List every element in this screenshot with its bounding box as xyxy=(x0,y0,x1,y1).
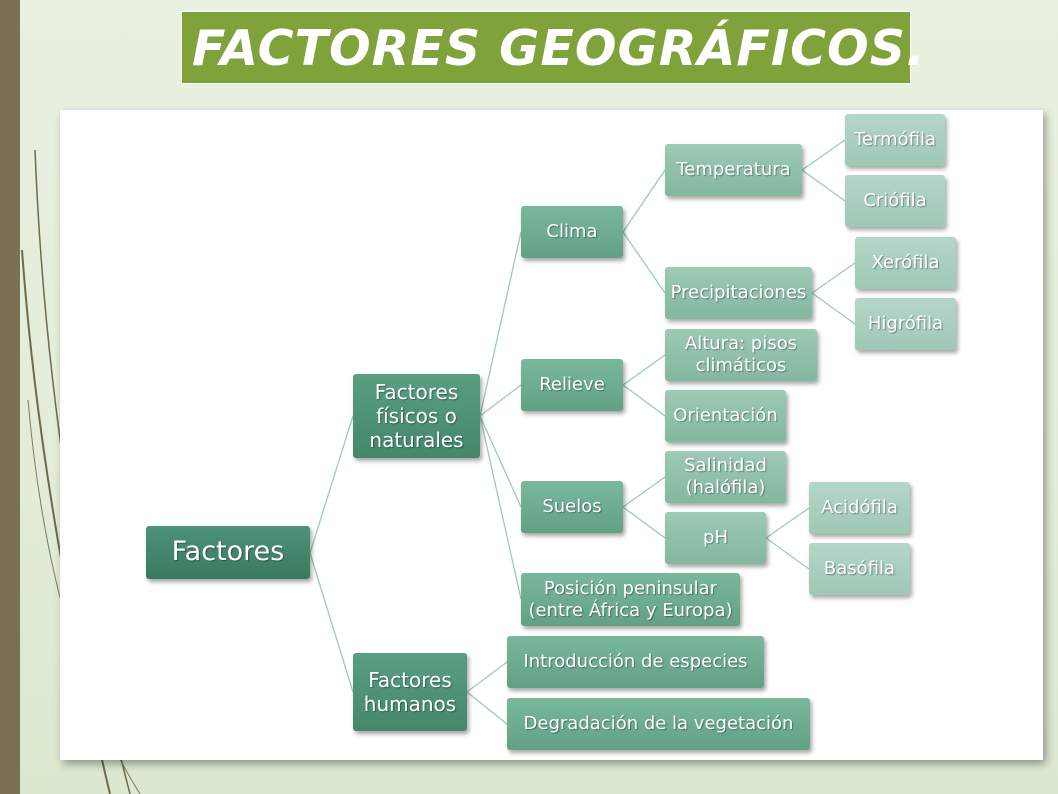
node-salinidad: Salinidad (halófila) xyxy=(665,451,786,503)
node-ph: pH xyxy=(665,512,766,564)
node-factores-humanos: Factores humanos xyxy=(353,653,467,731)
node-basofila: Basófila xyxy=(809,543,910,595)
node-clima: Clima xyxy=(521,206,623,258)
left-decor-bar xyxy=(0,0,20,794)
node-degradacion-vegetacion: Degradación de la vegetación xyxy=(507,698,810,750)
node-criofila: Criófila xyxy=(845,175,945,227)
node-xerofila: Xerófila xyxy=(855,237,956,289)
node-temperatura: Temperatura xyxy=(665,144,802,196)
diagram-panel: Factores Factores físicos o naturales Fa… xyxy=(60,110,1043,760)
node-termofila: Termófila xyxy=(845,114,945,166)
node-acidofila: Acidófila xyxy=(809,482,910,534)
node-posicion-peninsular: Posición peninsular (entre África y Euro… xyxy=(521,573,740,626)
node-altura: Altura: pisos climáticos xyxy=(665,329,817,381)
node-factores-fisicos: Factores físicos o naturales xyxy=(353,374,480,458)
page-title: FACTORES GEOGRÁFICOS. xyxy=(192,20,926,77)
node-precipitaciones: Precipitaciones xyxy=(665,267,812,319)
node-suelos: Suelos xyxy=(521,481,623,533)
node-relieve: Relieve xyxy=(521,359,623,411)
node-introduccion-especies: Introducción de especies xyxy=(507,636,764,688)
node-factores: Factores xyxy=(146,526,310,579)
node-orientacion: Orientación xyxy=(665,390,786,442)
connector-lines xyxy=(309,139,856,725)
node-higrofila: Higrófila xyxy=(855,298,956,350)
title-banner: FACTORES GEOGRÁFICOS. xyxy=(181,11,925,84)
